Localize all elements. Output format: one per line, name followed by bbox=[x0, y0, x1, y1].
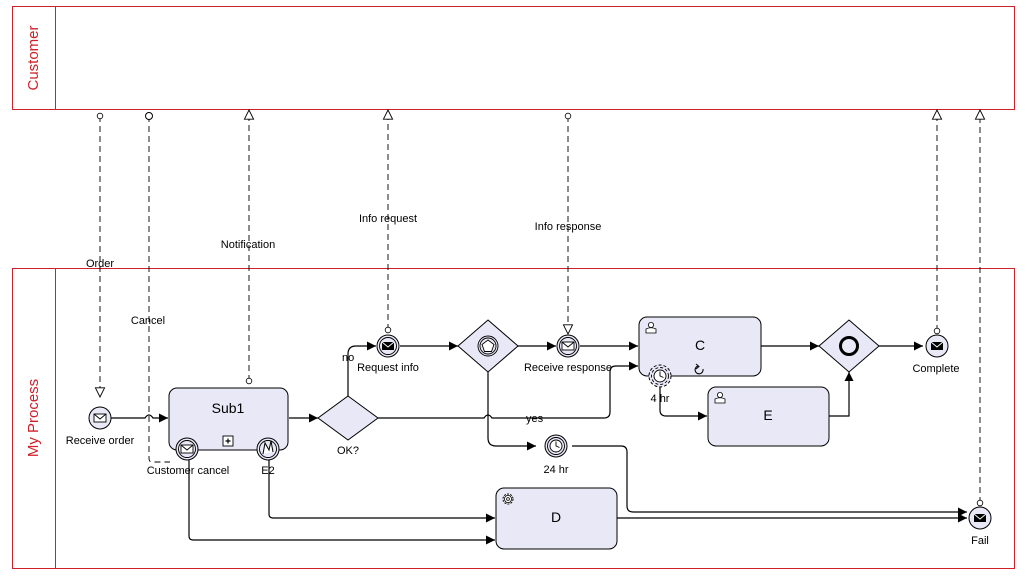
event-receive-order-label: Receive order bbox=[66, 435, 135, 447]
task-sub1[interactable]: Sub1 bbox=[168, 387, 289, 451]
event-timer-4hr[interactable]: 4 hr bbox=[648, 364, 672, 405]
task-d-label: D bbox=[551, 509, 561, 525]
task-d[interactable]: D bbox=[495, 487, 618, 550]
gateway-ok[interactable]: OK? bbox=[317, 395, 379, 457]
event-receive-order[interactable]: Receive order bbox=[66, 406, 135, 447]
gateway-inclusive[interactable] bbox=[818, 319, 880, 373]
task-sub1-label: Sub1 bbox=[212, 400, 245, 416]
event-timer-24hr[interactable]: 24 hr bbox=[543, 434, 569, 476]
message-flow-cancel bbox=[148, 116, 170, 463]
task-e-label: E bbox=[763, 407, 772, 423]
event-e2-label: E2 bbox=[261, 465, 274, 477]
loop-icon bbox=[694, 363, 704, 375]
task-c-label: C bbox=[695, 337, 705, 353]
task-e[interactable]: E bbox=[707, 386, 830, 447]
error-icon bbox=[262, 440, 274, 455]
subprocess-expand-icon[interactable] bbox=[222, 435, 234, 447]
gear-icon bbox=[502, 493, 514, 505]
gateway-label-yes: yes bbox=[526, 413, 544, 425]
event-customer-cancel[interactable]: Customer cancel bbox=[147, 437, 230, 477]
pool-customer: Customer bbox=[12, 6, 1015, 110]
event-request-info-label: Request info bbox=[357, 362, 419, 374]
inclusive-icon bbox=[839, 336, 859, 356]
event-request-info[interactable]: Request info bbox=[357, 334, 419, 374]
event-complete-label: Complete bbox=[912, 363, 959, 375]
pentagon-icon bbox=[481, 339, 495, 352]
message-label-info-response: Info response bbox=[535, 221, 602, 233]
pool-customer-label: Customer bbox=[25, 25, 42, 90]
event-complete[interactable]: Complete bbox=[912, 334, 960, 375]
event-receive-response[interactable]: Receive response bbox=[524, 334, 612, 374]
message-label-info-request: Info request bbox=[359, 213, 417, 225]
gateway-label-no: no bbox=[342, 352, 354, 364]
gateway-event-based[interactable] bbox=[457, 319, 519, 373]
sequence-flows: no yes bbox=[111, 341, 967, 545]
event-fail-label: Fail bbox=[971, 535, 989, 547]
message-label-order: Order bbox=[86, 258, 114, 270]
clock-icon bbox=[653, 369, 667, 383]
event-timer-24hr-label: 24 hr bbox=[543, 464, 568, 476]
gateway-ok-label: OK? bbox=[337, 445, 359, 457]
message-label-notification: Notification bbox=[221, 239, 275, 251]
event-timer-4hr-label: 4 hr bbox=[651, 393, 670, 405]
event-e2[interactable]: E2 bbox=[256, 437, 280, 477]
message-label-cancel: Cancel bbox=[131, 315, 165, 327]
message-flows: Order Cancel Notification Info request I… bbox=[86, 110, 980, 503]
clock-icon bbox=[549, 439, 563, 453]
event-customer-cancel-label: Customer cancel bbox=[147, 465, 230, 477]
event-receive-response-label: Receive response bbox=[524, 362, 612, 374]
task-c[interactable]: C bbox=[638, 316, 762, 377]
pool-process-label: My Process bbox=[25, 379, 42, 457]
event-fail[interactable]: Fail bbox=[968, 506, 992, 547]
